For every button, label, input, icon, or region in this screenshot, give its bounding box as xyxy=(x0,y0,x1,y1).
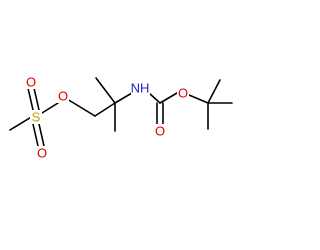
bond-sulfur-ester-oxygen xyxy=(41,102,59,114)
bond-methyl-sulfur xyxy=(9,115,34,131)
molecule-diagram: S O O O NH O O xyxy=(9,75,233,161)
bond-sulfur-oxygen-down-a xyxy=(32,123,39,147)
atom-sulfur: S xyxy=(32,110,41,125)
atom-amine-nh: NH xyxy=(131,81,150,96)
bond-sulfur-oxygen-up-b xyxy=(33,87,40,111)
bond-nitrogen-carbonyl xyxy=(148,92,161,104)
bond-carbonyl-oxygen xyxy=(159,92,178,104)
bond-quaternary-methyl-up xyxy=(95,77,116,104)
bond-ester-oxygen-ch2 xyxy=(66,98,96,117)
bond-sulfur-oxygen-down-b xyxy=(38,123,45,147)
atom-carbamate-oxygen: O xyxy=(178,86,188,101)
atom-ester-oxygen: O xyxy=(58,89,68,104)
atom-sulfonyl-oxygen-bottom: O xyxy=(37,146,47,161)
bond-sulfur-oxygen-up-a xyxy=(27,87,34,111)
bond-oxygen-tert-butyl xyxy=(188,94,209,104)
atoms: S O O O NH O O xyxy=(25,75,189,161)
bond-quaternary-nitrogen xyxy=(114,92,133,104)
bond-ch2-quaternary-carbon xyxy=(94,102,116,117)
bonds xyxy=(9,77,233,147)
bond-tert-butyl-methyl-up xyxy=(207,79,221,104)
atom-sulfonyl-oxygen-top: O xyxy=(26,75,36,90)
atom-carbonyl-oxygen: O xyxy=(155,124,165,139)
